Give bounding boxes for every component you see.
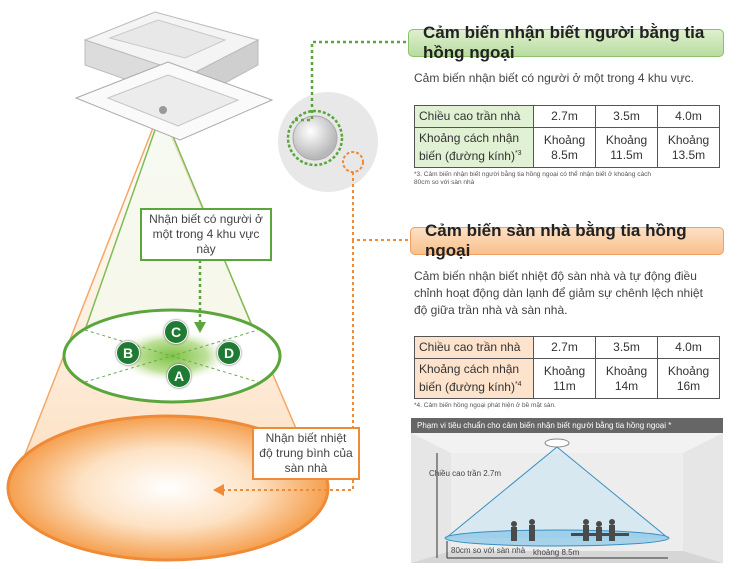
illustration-caption: Phạm vi tiêu chuẩn cho cảm biến nhận biế…	[411, 418, 723, 433]
detection-distance-label: Khoảng cách nhận biến (đường kính)*3	[414, 127, 534, 168]
floor-temp-callout: Nhận biết nhiệt độ trung bình của sàn nh…	[252, 427, 360, 480]
distance-number: 14m	[614, 378, 639, 393]
distance-number: 11.5m	[610, 147, 643, 162]
sensor-dome	[292, 115, 338, 161]
footnote-mark: *4	[514, 381, 522, 388]
human-detect-callout: Nhận biết có người ở một trong 4 khu vực…	[140, 208, 272, 261]
floor-sensor-footnote: *4. Cảm biến hồng ngoại phát hiện ở bề m…	[414, 402, 556, 409]
height-value: 4.0m	[657, 105, 720, 128]
human-sensor-title-text: Cảm biến nhận biết người bằng tia hồng n…	[423, 23, 705, 62]
detection-distance-label-text: Khoảng cách nhận biến (đường kính)	[419, 131, 520, 163]
ceiling-height-label: Chiều cao trần nhà	[414, 336, 534, 359]
distance-prefix: Khoảng	[605, 132, 648, 147]
distance-prefix: Khoảng	[667, 363, 710, 378]
distance-prefix: Khoảng	[605, 363, 648, 378]
floor-sensor-table: Chiều cao trần nhà 2.7m 3.5m 4.0m Khoảng…	[414, 336, 720, 399]
footnote-mark: *3	[514, 150, 522, 157]
ceiling-height-text: Chiều cao trần 2.7m	[429, 469, 502, 478]
distance-prefix: Khoảng	[667, 132, 710, 147]
floor-area-ellipse	[6, 414, 330, 562]
distance-number: 11m	[553, 378, 576, 393]
room-illustration	[411, 433, 723, 563]
zone-d-marker: D	[217, 341, 241, 365]
height-value: 2.7m	[533, 336, 596, 359]
zone-a-marker: A	[167, 364, 191, 388]
detection-range-illustration: Phạm vi tiêu chuẩn cho cảm biến nhận biế…	[411, 418, 723, 563]
cassette-ac-unit	[74, 11, 274, 141]
distance-prefix: Khoảng	[543, 363, 586, 378]
distance-text: khoảng 8.5m	[533, 548, 580, 557]
distance-number: 13.5m	[671, 147, 706, 162]
human-sensor-marker	[286, 109, 344, 167]
detection-distance-label: Khoảng cách nhận biến (đường kính)*4	[414, 358, 534, 399]
distance-prefix: Khoảng	[543, 132, 586, 147]
human-sensor-footnote: *3. Cảm biến nhận biết người bằng tia hồ…	[414, 171, 651, 186]
distance-number: 16m	[676, 378, 701, 393]
height-value: 4.0m	[657, 336, 720, 359]
height-value: 2.7m	[533, 105, 596, 128]
ceiling-height-label: Chiều cao trần nhà	[414, 105, 534, 128]
floor-sensor-description: Cảm biến nhận biết nhiệt độ sàn nhà và t…	[414, 269, 703, 317]
human-sensor-table: Chiều cao trần nhà 2.7m 3.5m 4.0m Khoảng…	[414, 105, 720, 168]
detection-distance-label-text: Khoảng cách nhận biến (đường kính)	[419, 362, 520, 394]
zone-b-marker: B	[116, 341, 140, 365]
height-value: 3.5m	[595, 336, 658, 359]
human-sensor-title: Cảm biến nhận biết người bằng tia hồng n…	[408, 23, 724, 62]
human-sensor-description: Cảm biến nhận biết có người ở một trong …	[414, 71, 694, 85]
floor-offset-text: 80cm so với sàn nhà	[451, 546, 526, 555]
distance-number: 8.5m	[551, 147, 578, 162]
height-value: 3.5m	[595, 105, 658, 128]
zone-c-marker: C	[164, 320, 188, 344]
floor-sensor-title: Cảm biến sàn nhà bằng tia hồng ngoại	[410, 221, 724, 260]
floor-sensor-title-text: Cảm biến sàn nhà bằng tia hồng ngoại	[425, 221, 687, 260]
